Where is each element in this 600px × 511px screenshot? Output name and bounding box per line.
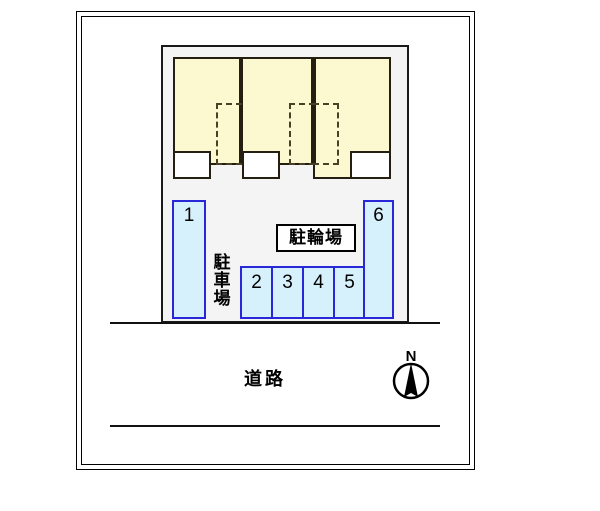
parking-stall-4-label: 4 [313, 272, 324, 293]
car-park-label-char-1: 駐 [213, 253, 231, 273]
parking-stall-1[interactable]: 1 [172, 200, 206, 319]
parking-stall-3-label: 3 [282, 272, 293, 293]
parking-stall-1-label: 1 [183, 205, 195, 226]
car-park-label-char-2: 車 [213, 271, 231, 291]
building-divider-2 [314, 59, 316, 165]
compass-north-label: N [405, 348, 417, 365]
parking-stall-5-label: 5 [344, 272, 355, 293]
building-divider-1 [240, 59, 242, 165]
road-label: 道路 [244, 369, 286, 390]
parking-stall-6[interactable]: 6 [363, 200, 394, 319]
compass-needle-icon [392, 362, 430, 400]
car-park-label: 駐 車 場 [212, 254, 232, 308]
building-balcony-b [242, 151, 280, 179]
parking-stall-5[interactable]: 5 [333, 266, 366, 319]
car-park-label-char-3: 場 [213, 289, 231, 309]
bicycle-park-label: 駐輪場 [276, 224, 356, 252]
building-balcony-a [173, 151, 211, 179]
road-edge-upper [110, 322, 440, 324]
stair-outline-a [216, 103, 242, 165]
building-balcony-c [350, 151, 391, 179]
stair-outline-b [289, 103, 315, 165]
compass-rose: N [386, 348, 436, 402]
parking-stall-2[interactable]: 2 [240, 266, 273, 319]
stair-outline-c [313, 103, 339, 165]
road-edge-lower [110, 425, 440, 427]
apartment-building [173, 57, 391, 179]
parking-stall-6-label: 6 [373, 205, 384, 226]
parking-stall-4[interactable]: 4 [302, 266, 335, 319]
parking-stall-3[interactable]: 3 [271, 266, 304, 319]
parking-stall-2-label: 2 [251, 272, 262, 293]
